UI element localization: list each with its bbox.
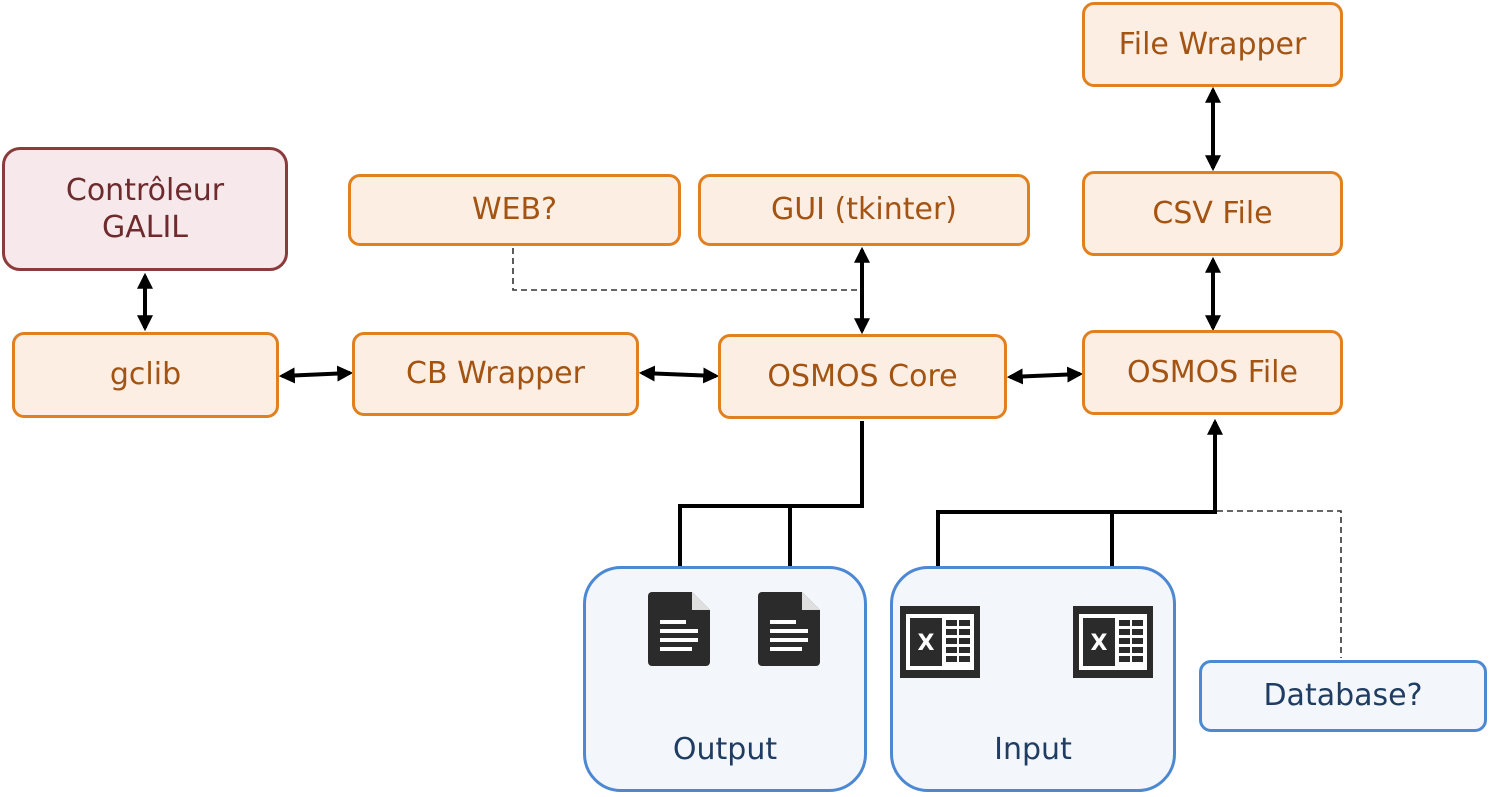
database-box: Database? [1199, 660, 1487, 732]
excel-icon: X [900, 606, 980, 678]
svg-text:X: X [1091, 631, 1108, 656]
arrow-cbwrapper-core [638, 365, 720, 384]
osmos-core-label: OSMOS Core [767, 358, 958, 394]
osmos-file-label: OSMOS File [1127, 354, 1298, 390]
cb-wrapper-label: CB Wrapper [406, 356, 585, 392]
csv-file-box: CSV File [1082, 171, 1343, 256]
file-wrapper-box: File Wrapper [1082, 2, 1343, 87]
controleur-label-line2: GALIL [101, 210, 189, 245]
osmos-core-box: OSMOS Core [718, 334, 1007, 419]
cb-wrapper-box: CB Wrapper [352, 332, 639, 416]
web-label: WEB? [471, 192, 558, 228]
excel-icon: X [1073, 606, 1153, 678]
output-group: Output [583, 566, 867, 792]
controleur-galil-box: Contrôleur GALIL [2, 147, 288, 271]
document-icon [648, 592, 710, 666]
dashed-database-osmosfile [1217, 510, 1342, 658]
arrow-core-osmosfile [1006, 366, 1084, 385]
gclib-box: gclib [12, 332, 279, 418]
csv-file-label: CSV File [1152, 195, 1273, 231]
file-wrapper-label: File Wrapper [1118, 26, 1307, 62]
line-input-osmosfile [936, 418, 1223, 605]
osmos-file-box: OSMOS File [1082, 330, 1343, 415]
input-label: Input [994, 732, 1072, 767]
controleur-label-line1: Contrôleur [65, 172, 225, 208]
line-core-output [673, 421, 864, 591]
svg-text:X: X [918, 631, 935, 656]
output-label: Output [672, 732, 778, 767]
arrow-gclib-cbwrapper [278, 365, 354, 384]
database-label: Database? [1263, 678, 1423, 714]
dashed-web-core [512, 248, 860, 291]
gui-label: GUI (tkinter) [770, 192, 958, 228]
gclib-label: gclib [109, 357, 182, 393]
input-group: Input [890, 566, 1176, 792]
gui-box: GUI (tkinter) [698, 174, 1030, 246]
document-icon [758, 592, 820, 666]
web-box: WEB? [348, 174, 681, 246]
